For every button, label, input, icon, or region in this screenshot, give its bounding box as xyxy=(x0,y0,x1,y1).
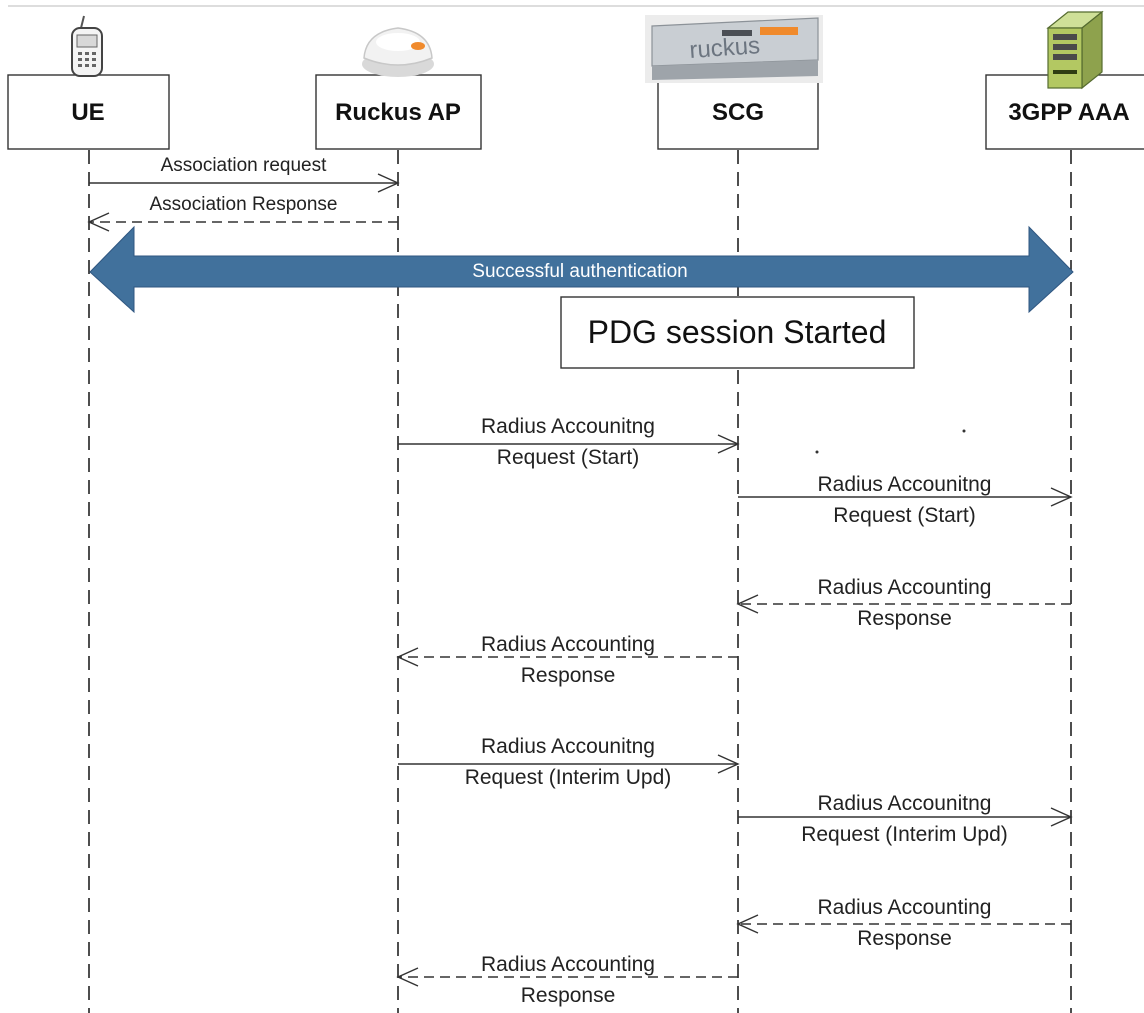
participant-scg: SCG xyxy=(657,74,819,150)
message-label: Response xyxy=(521,984,616,1007)
banner-label: Successful authentication xyxy=(472,261,687,282)
successful-authentication-banner: Successful authentication xyxy=(89,225,1074,314)
message-ap-to-ue: Association Response xyxy=(87,194,398,232)
participant-label: 3GPP AAA xyxy=(1008,99,1129,126)
participant-label: SCG xyxy=(712,99,764,126)
message-label: Request (Interim Upd) xyxy=(465,766,672,789)
arrowhead-icon xyxy=(396,647,419,667)
participant-box xyxy=(7,74,170,150)
stray-dot xyxy=(962,429,966,433)
participant-label: Ruckus AP xyxy=(335,99,461,126)
participant-ue: UE xyxy=(7,74,170,150)
pdg-session-note: PDG session Started xyxy=(560,296,915,369)
message-label: Response xyxy=(857,927,952,950)
message-label: Radius Accounting xyxy=(481,953,655,976)
message-label: Association request xyxy=(161,155,328,176)
arrowhead-icon xyxy=(736,594,759,614)
participant-ruckus-ap: Ruckus AP xyxy=(315,74,482,150)
note-label: PDG session Started xyxy=(588,314,887,350)
arrowhead-icon xyxy=(736,914,759,934)
participant-label: UE xyxy=(71,99,104,126)
message-label: Request (Start) xyxy=(497,446,639,469)
participant-3gpp-aaa: 3GPP AAA xyxy=(985,74,1144,150)
arrowhead-icon xyxy=(1050,487,1073,507)
message-label: Radius Accounitng xyxy=(818,792,992,815)
participant-box xyxy=(315,74,482,150)
message-label: Association Response xyxy=(150,194,338,215)
banner-arrow xyxy=(89,225,1074,314)
scg-appliance-icon: ruckus xyxy=(645,15,823,83)
participant-box xyxy=(657,74,819,150)
message-label: Radius Accounitng xyxy=(481,735,655,758)
arrowhead-icon xyxy=(87,212,110,232)
access-point-icon xyxy=(362,27,434,77)
lifelines xyxy=(88,150,1072,1013)
message-ue-to-ap: Association request xyxy=(89,155,400,193)
server-icon xyxy=(1046,10,1104,90)
arrowhead-icon xyxy=(717,754,740,774)
message-label: Radius Accounting xyxy=(818,576,992,599)
message-label: Response xyxy=(521,664,616,687)
message-label: Radius Accounting xyxy=(481,633,655,656)
stray-dot xyxy=(815,450,819,454)
message-label: Radius Accounting xyxy=(818,896,992,919)
message-label: Response xyxy=(857,607,952,630)
message-label: Request (Start) xyxy=(833,504,975,527)
appliance-brand-text: ruckus xyxy=(689,32,761,64)
arrowhead-icon xyxy=(717,434,740,454)
note-box xyxy=(560,296,915,369)
message-label: Request (Interim Upd) xyxy=(801,823,1008,846)
message-label: Radius Accounitng xyxy=(481,415,655,438)
message-label: Radius Accounitng xyxy=(818,473,992,496)
mobile-phone-icon xyxy=(71,15,103,77)
arrowhead-icon xyxy=(396,967,419,987)
arrowhead-icon xyxy=(1050,807,1073,827)
arrowhead-icon xyxy=(377,173,400,193)
